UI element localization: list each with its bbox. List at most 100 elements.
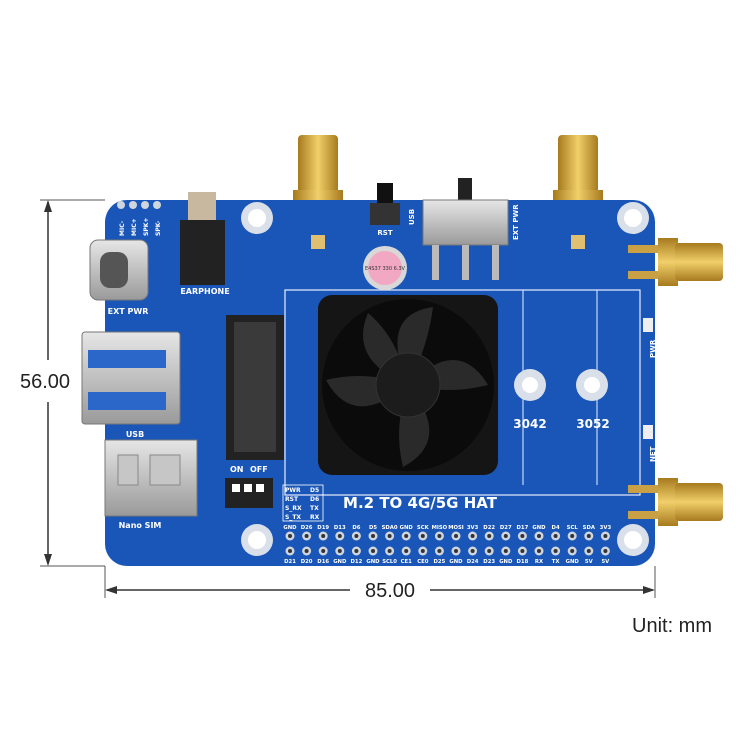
header-pin-hole [321,549,326,553]
hole-3052-label: 3052 [576,417,609,431]
header-pin-hole [420,534,425,538]
header-top-label: GND [532,525,546,531]
header-bottom-label: GND [333,559,347,565]
header-pin-hole [337,534,342,538]
header-pin-hole [570,549,575,553]
header-pin-hole [404,549,409,553]
header-top-label: D27 [500,525,512,531]
header-pin-hole [537,534,541,538]
mic-plus-label: MIC+ [131,218,138,236]
off-label: OFF [250,465,268,474]
header-pin-hole [404,534,409,538]
header-pin-hole [437,534,442,538]
header-bottom-label: D23 [483,559,495,565]
table-cell: S_RX [285,505,302,512]
header-top-label: MOSI [448,525,464,531]
header-pin-hole [420,549,425,553]
height-dimension [40,199,105,567]
header-bottom-label: RX [535,559,543,565]
m2-slot [226,315,284,460]
header-top-label: SCL [567,525,579,531]
header-top-label: SCK [417,525,430,531]
header-pin-hole [520,534,525,538]
header-bottom-label: TX [552,559,560,565]
table-cell: D5 [310,487,319,494]
status-table: PWR D5 RST D6 S_RX TX S_TX RX [282,484,324,522]
usb-label: USB [126,430,144,439]
header-bottom-label: SCL0 [382,559,397,565]
header-top-label: D19 [317,525,329,531]
header-bottom-label: CE1 [401,559,413,565]
header-top-label: D6 [352,525,360,531]
header-pin-hole [354,549,359,553]
pwr-led-label: PWR [649,339,657,358]
header-bottom-label: D21 [284,559,296,565]
net-led-label: NET [649,446,657,462]
on-label: ON [230,465,244,474]
hole-3042-label: 3042 [513,417,546,431]
header-pin-hole [371,534,375,538]
header-top-label: 3V3 [600,525,612,531]
earphone-jack [180,192,225,285]
header-top-label: D5 [369,525,377,531]
header-top-label: D4 [552,525,560,531]
earphone-label: EARPHONE [180,287,229,296]
audio-pads [117,201,161,209]
header-pin-hole [503,534,508,538]
header-pin-hole [470,549,475,553]
capacitor-marking: E4S37 330 6.3V [365,266,406,272]
header-pin-hole [354,534,359,538]
header-pin-hole [371,549,375,553]
header-pin-hole [537,549,541,553]
header-pin-hole [553,549,558,553]
header-top-label: SDA0 [382,525,398,531]
header-pin-hole [603,549,608,553]
table-cell: S_TX [285,514,301,521]
header-pin-hole [337,549,342,553]
cooling-fan [318,295,498,475]
net-led [643,425,653,439]
header-bottom-label: 5V [602,559,611,565]
header-bottom-label: D20 [301,559,313,565]
header-pin-hole [437,549,442,553]
nano-sim-slot [104,439,198,517]
header-bottom-label: D18 [517,559,529,565]
header-top-label: D13 [334,525,346,531]
header-bottom-label: D24 [467,559,479,565]
header-top-label: MISO [432,525,448,531]
pwr-led [643,318,653,332]
header-bottom-label: GND [366,559,380,565]
header-bottom-label: GND [449,559,463,565]
header-pin-hole [387,549,392,553]
header-bottom-label: GND [499,559,513,565]
usb-c-port [89,239,149,301]
sma-antenna-right-bottom [628,478,723,526]
header-pin-hole [387,534,392,538]
module-outline [284,289,641,496]
header-pin-hole [553,534,558,538]
header-top-label: D22 [483,525,495,531]
table-cell: TX [310,505,319,512]
header-pin-hole [470,534,475,538]
header-bottom-label: D25 [434,559,446,565]
board-title: M.2 TO 4G/5G HAT [343,494,498,512]
width-label: 85.00 [365,580,415,602]
header-pin-hole [503,549,508,553]
table-cell: RX [310,514,320,521]
power-switch [422,178,509,280]
ext-pwr-label: EXT PWR [108,307,149,316]
module-standoffs [514,369,608,401]
spk-plus-label: SPK+ [143,218,150,236]
header-pin-hole [454,534,458,538]
header-top-label: 3V3 [467,525,479,531]
header-pin-hole [603,534,608,538]
header-pin-hole [570,534,575,538]
header-bottom-label: D16 [317,559,329,565]
table-cell: D6 [310,496,319,503]
header-top-label: GND [400,525,414,531]
nano-sim-label: Nano SIM [119,521,162,530]
table-cell: RST [285,496,299,503]
reset-button [370,183,400,225]
header-bottom-label: 5V [585,559,594,565]
